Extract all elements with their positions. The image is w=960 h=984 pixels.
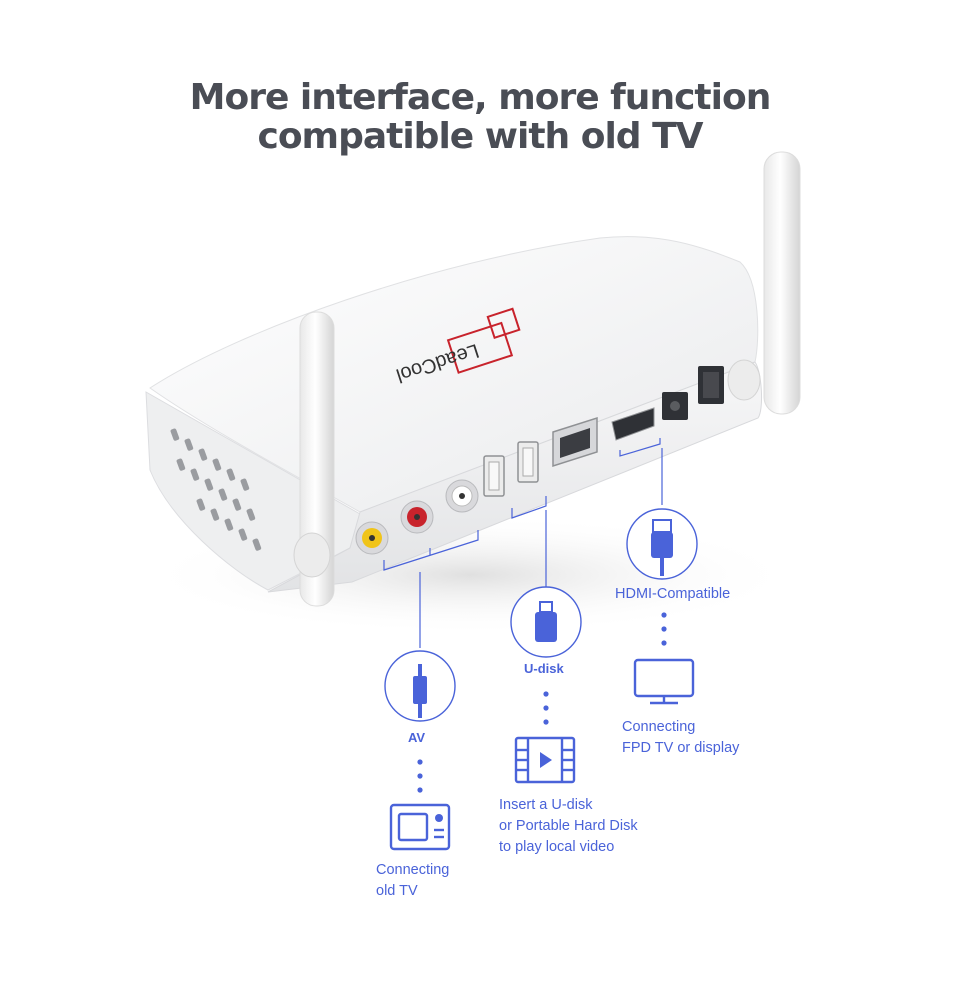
monitor-icon xyxy=(633,658,695,705)
caption-line: or Portable Hard Disk xyxy=(499,818,638,834)
video-film-icon xyxy=(514,736,576,784)
rca-plug-icon xyxy=(384,650,456,722)
usb-ports xyxy=(483,441,539,497)
dotted-connectors xyxy=(417,612,667,793)
old-tv-icon xyxy=(389,803,451,851)
antenna-right xyxy=(727,151,801,415)
u-disk-label: U-disk xyxy=(524,661,564,676)
antenna-left xyxy=(293,311,335,607)
caption-line: Connecting xyxy=(376,862,450,878)
caption-line: old TV xyxy=(376,883,418,899)
caption-line: FPD TV or display xyxy=(622,740,740,756)
headline-line-2: compatible with old TV xyxy=(257,116,703,157)
ethernet-port xyxy=(552,416,598,468)
display-caption: Connecting FPD TV or display xyxy=(622,717,739,759)
hdmi-port xyxy=(611,407,655,441)
old-tv-caption: Connecting old TV xyxy=(376,860,449,902)
caption-line: Insert a U-disk xyxy=(499,797,593,813)
hdmi-label: HDMI-Compatible xyxy=(615,586,731,602)
hdmi-plug-icon xyxy=(626,508,698,580)
tv-box-device: LeadCool xyxy=(145,151,801,607)
caption-line: Connecting xyxy=(622,719,696,735)
power-ports xyxy=(662,366,724,420)
callout-lines xyxy=(383,438,663,648)
usb-drive-icon xyxy=(510,586,582,658)
side-vents xyxy=(170,428,262,551)
headline-line-1: More interface, more function xyxy=(189,77,772,118)
local-video-caption: Insert a U-disk or Portable Hard Disk to… xyxy=(499,795,638,858)
caption-line: to play local video xyxy=(499,839,615,855)
av-ports xyxy=(355,479,479,555)
av-label: AV xyxy=(408,730,426,745)
